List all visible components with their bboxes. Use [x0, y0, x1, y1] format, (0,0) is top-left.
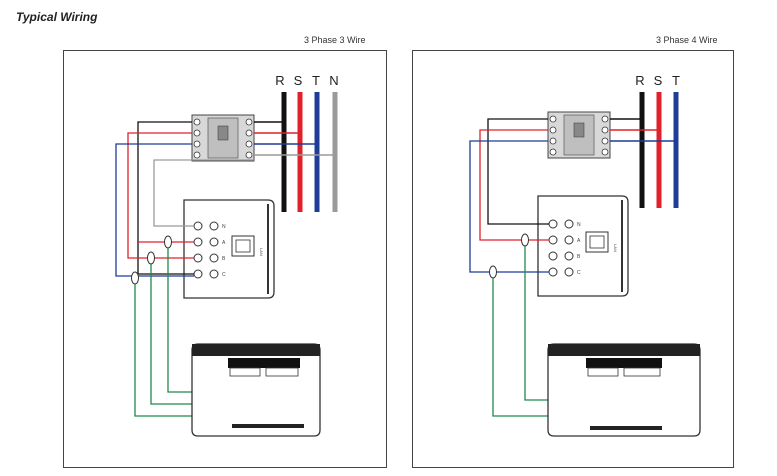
phase-label-r-2: R — [635, 73, 644, 88]
panel-title-3p3w: 3 Phase 3 Wire — [304, 35, 366, 45]
terminal-label-a-2: A — [577, 238, 581, 244]
phase-label-s-2: S — [654, 73, 663, 88]
terminal-label-b: B — [222, 256, 226, 262]
page-heading: Typical Wiring — [16, 10, 98, 24]
data-logger — [191, 343, 321, 437]
diagram-3p4w: R S T — [469, 73, 701, 437]
terminal-label-b-2: B — [577, 254, 581, 260]
panel-title-3p4w: 3 Phase 4 Wire — [656, 35, 718, 45]
terminal-label-n-2: N — [577, 222, 581, 228]
phase-label-n: N — [329, 73, 338, 88]
lan-port-label-2: LAN — [613, 244, 618, 252]
energy-meter-2: N A B C LAN — [537, 195, 629, 297]
wiring-panel-3p3w — [63, 50, 387, 468]
phase-label-s: S — [294, 73, 303, 88]
ct-clamps — [131, 235, 172, 285]
diagram-3p3w: R S T N — [115, 73, 339, 437]
terminal-label-c-2: C — [577, 270, 581, 276]
circuit-breaker — [191, 114, 255, 162]
phase-label-r: R — [275, 73, 284, 88]
phase-label-t: T — [312, 73, 320, 88]
terminal-label-n: N — [222, 224, 226, 230]
lan-port-label: LAN — [259, 248, 264, 256]
circuit-breaker-2 — [547, 111, 611, 159]
terminal-label-c: C — [222, 272, 226, 278]
energy-meter: N A B C LAN — [183, 199, 275, 299]
terminal-label-a: A — [222, 240, 226, 246]
wiring-panel-3p4w — [412, 50, 734, 468]
data-logger-2 — [547, 343, 701, 437]
phase-label-t-2: T — [672, 73, 680, 88]
